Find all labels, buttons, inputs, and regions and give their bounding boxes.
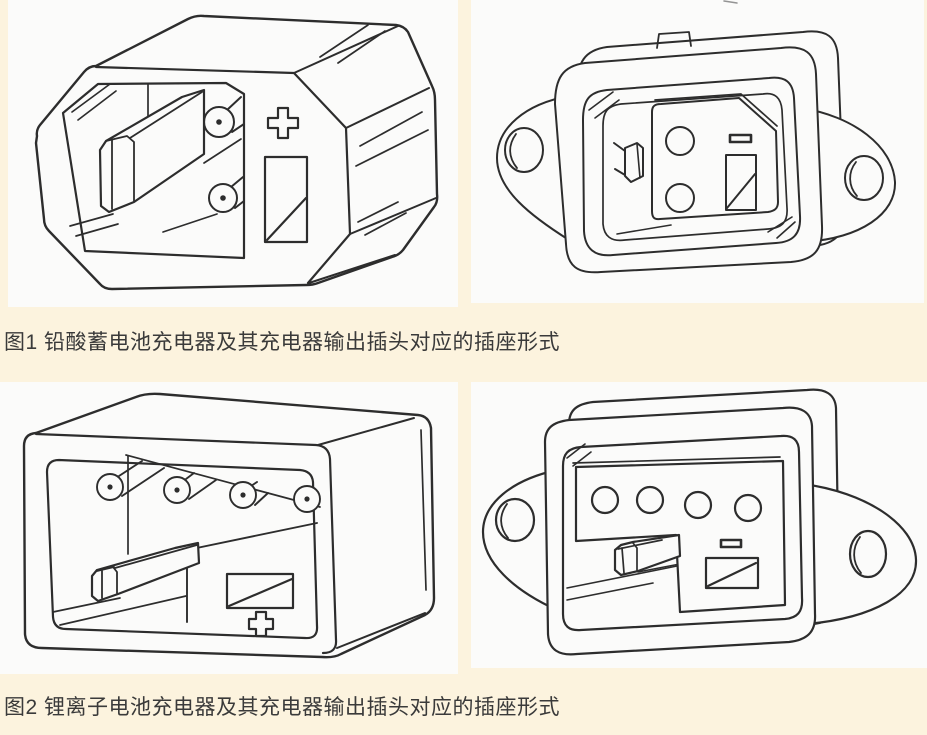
figure2-socket-image-panel	[471, 382, 927, 668]
plus-symbol	[266, 106, 300, 140]
fuse-symbol	[225, 572, 295, 610]
li-ion-plug-drawing	[22, 392, 436, 659]
fuse-symbol	[704, 556, 760, 590]
minus-symbol	[728, 133, 753, 144]
fuse-symbol	[725, 154, 757, 211]
figure1-caption: 图1 铅酸蓄电池充电器及其充电器输出插头对应的插座形式	[4, 331, 561, 354]
fuse-symbol	[263, 155, 309, 244]
figure1-plug-image-panel	[8, 0, 458, 307]
lead-acid-socket-drawing	[496, 0, 897, 274]
minus-symbol	[719, 538, 743, 549]
figure2-plug-image-panel	[0, 382, 458, 674]
figure2-caption: 图2 锂离子电池充电器及其充电器输出插头对应的插座形式	[4, 696, 561, 719]
lead-acid-plug-drawing	[34, 14, 439, 291]
figure1-socket-image-panel	[471, 0, 924, 303]
plus-symbol	[247, 610, 275, 638]
li-ion-socket-drawing	[481, 388, 918, 656]
